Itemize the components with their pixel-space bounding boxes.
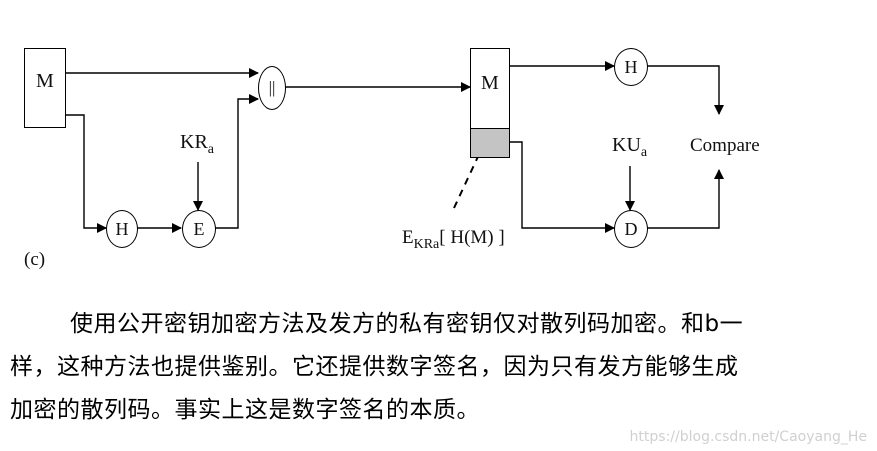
message-label-right: M	[481, 72, 499, 94]
signature-sub: KRa	[413, 237, 440, 252]
public-key-label: KUa	[612, 135, 647, 160]
text-line-3: 加密的散列码。事实上这是数字签名的本质。	[10, 397, 480, 423]
public-key-sub: a	[640, 145, 648, 160]
signature-diagram: M H E || KRa (c) M EKRa[ H(M) ] H D KUa …	[24, 48, 760, 270]
arrow-decrypt-to-compare	[646, 169, 724, 229]
diagram-connectors	[64, 61, 724, 233]
text-line-1: 使用公开密钥加密方法及发方的私有密钥仅对散列码加密。和b一	[70, 311, 744, 337]
hash-node-right: H	[614, 48, 648, 86]
private-key-sub: a	[207, 142, 215, 157]
arrow-sig-to-decrypt	[508, 141, 615, 233]
signature-e: E	[402, 227, 414, 248]
panel-label: (c)	[24, 249, 46, 270]
decrypt-node: D	[614, 210, 648, 248]
compare-label: Compare	[690, 135, 760, 156]
message-box-right: M	[470, 48, 510, 130]
message-box-left: M	[24, 48, 66, 128]
message-label-left: M	[36, 70, 54, 92]
public-key-text: KU	[612, 134, 641, 156]
watermark: https://blog.csdn.net/Caoyang_He	[629, 429, 867, 445]
private-key-label: KRa	[180, 132, 214, 157]
signature-rest: [ H(M) ]	[439, 227, 505, 248]
arrow-encrypt-to-concat	[214, 94, 259, 229]
arrow-m-to-hash	[64, 114, 107, 233]
description-paragraph: 使用公开密钥加密方法及发方的私有密钥仅对散列码加密。和b一 样，这种方法也提供鉴…	[10, 303, 870, 432]
hash-node-left: H	[106, 210, 138, 248]
private-key-text: KR	[180, 131, 208, 153]
signature-block	[470, 128, 510, 158]
signature-label: EKRa[ H(M) ]	[402, 228, 505, 252]
text-line-2: 样，这种方法也提供鉴别。它还提供数字签名，因为只有发方能够生成	[10, 354, 739, 380]
concat-node: ||	[258, 66, 286, 110]
encrypt-node: E	[182, 210, 216, 248]
arrow-hash-to-compare	[646, 65, 724, 115]
dashed-pointer	[453, 147, 483, 209]
